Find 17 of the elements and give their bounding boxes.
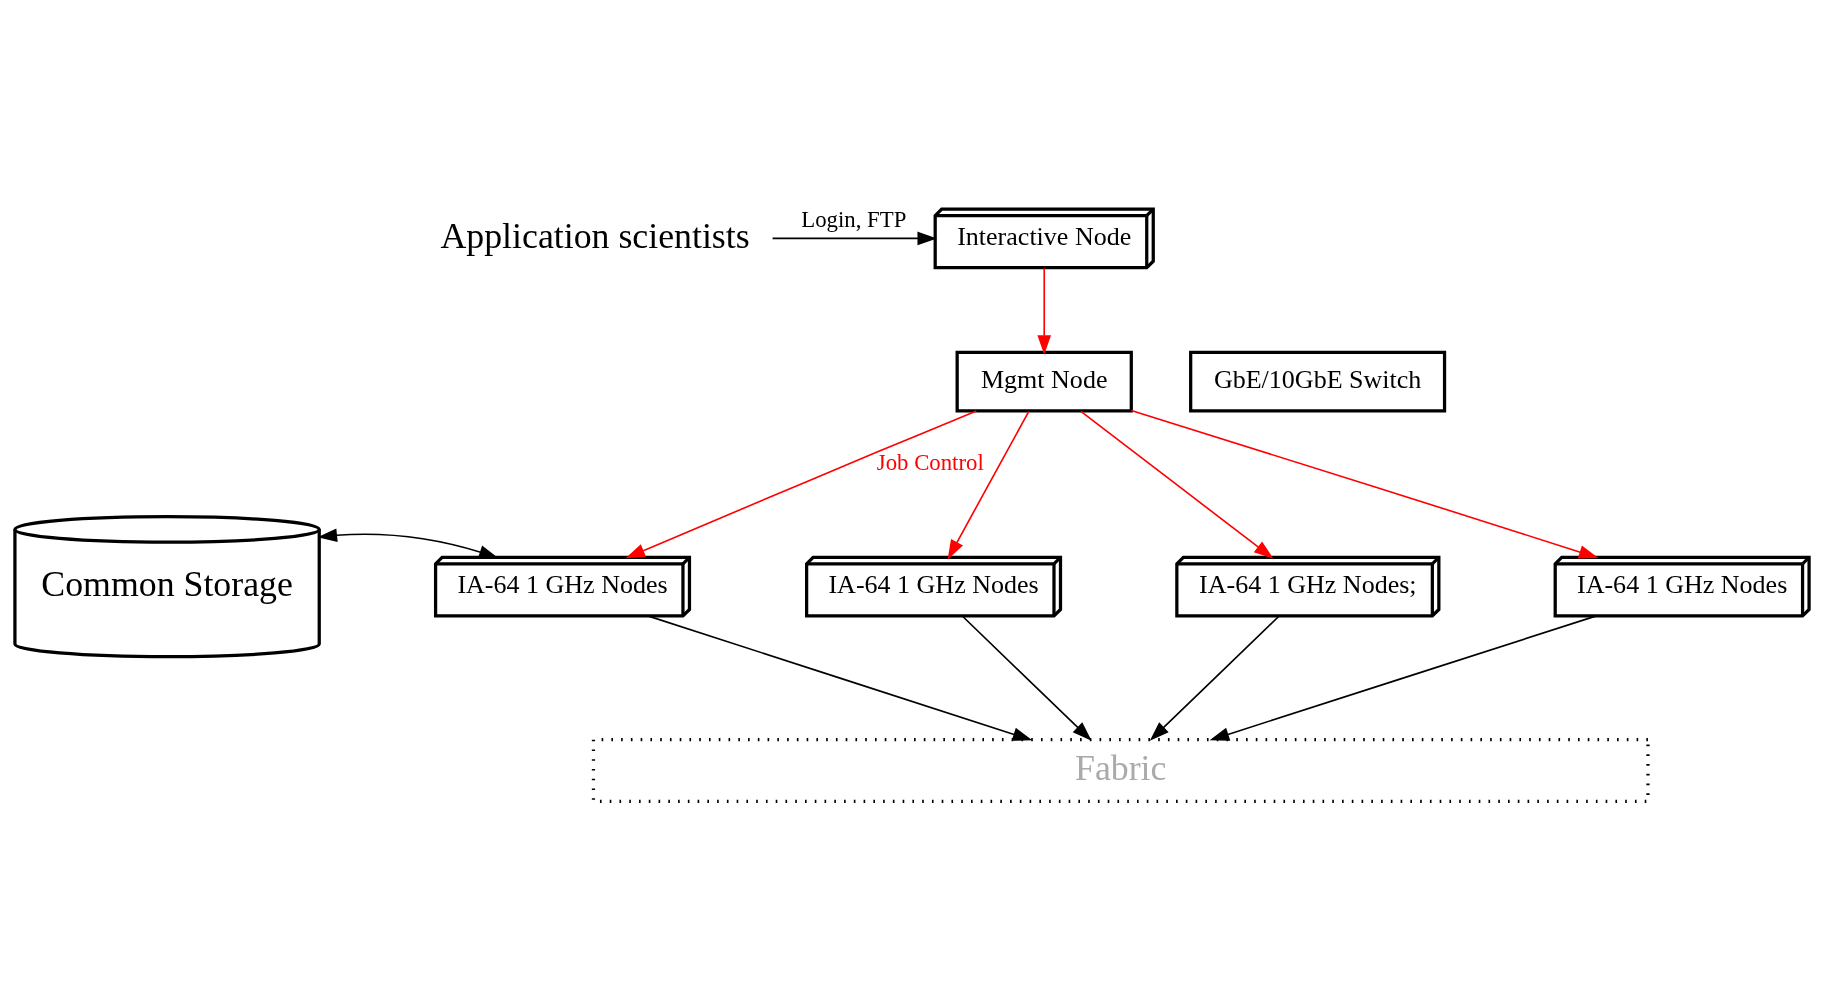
arrow [771, 231, 937, 245]
node-box: GbE/10GbE Switch [1189, 350, 1447, 413]
edge-label: Login, FTP [801, 206, 907, 232]
arrow [1149, 615, 1280, 741]
arrow [947, 410, 1030, 559]
arrow [317, 527, 499, 558]
node-box: Fabric [591, 737, 1650, 803]
edge-label: Job Control [876, 449, 984, 475]
arrow [1209, 614, 1597, 741]
node-text: Application scientists [440, 215, 750, 256]
arrow [1130, 409, 1599, 559]
arrow [962, 615, 1092, 741]
arrow [1080, 410, 1274, 559]
arrow [625, 409, 978, 558]
arrow [647, 614, 1033, 741]
arrow [1037, 267, 1052, 355]
node-box: Mgmt Node [955, 350, 1133, 413]
